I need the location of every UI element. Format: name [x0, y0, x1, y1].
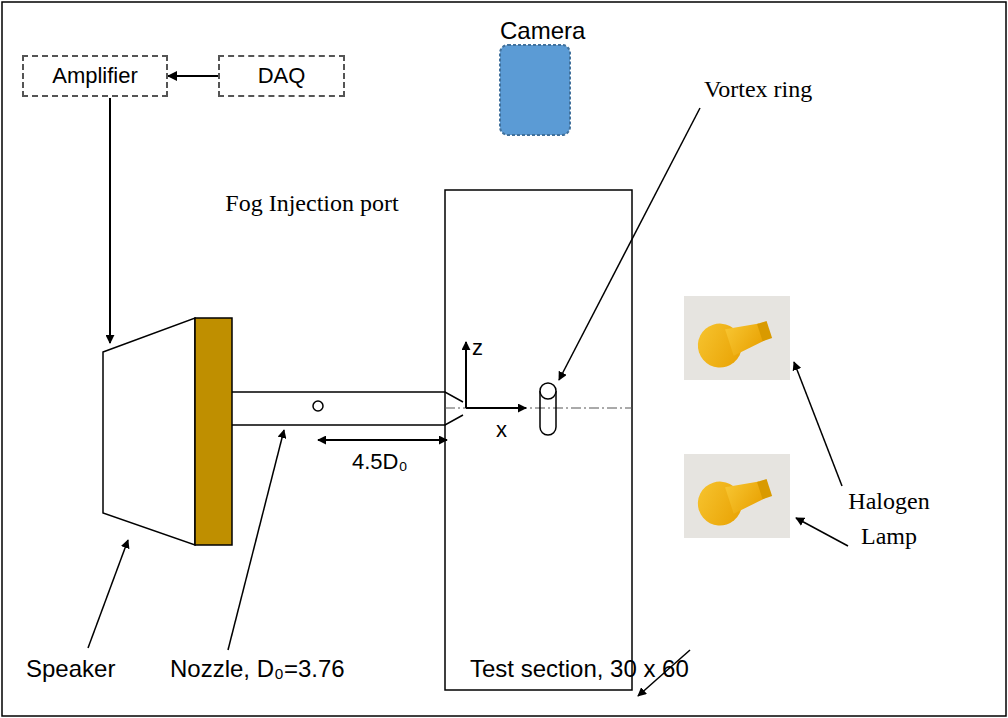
part-label: Vortex ring [704, 72, 812, 107]
leader-line [559, 108, 700, 380]
leader-line [796, 518, 848, 546]
drawing-part [692, 309, 776, 374]
box-label: Amplifier [52, 63, 138, 89]
halogen-lamp [684, 296, 790, 380]
vortex-ring [540, 383, 556, 435]
instrument-box: DAQ [218, 55, 345, 97]
nozzle-wall [232, 415, 463, 425]
dimension-label: 4.5D₀ [352, 446, 408, 478]
part-label: Test section, 30 x 60 [470, 652, 689, 687]
drawing-part [684, 454, 790, 538]
instrument-box: Amplifier [22, 55, 168, 97]
drawing-part [692, 467, 776, 532]
leader-line [794, 362, 842, 486]
drawing-part [540, 427, 556, 435]
z-axis [465, 342, 467, 408]
port-label: Fog Injection port [222, 186, 402, 221]
drawing-part [757, 321, 772, 341]
drawing-part [539, 391, 541, 427]
part-label: Halogen Lamp [830, 484, 948, 554]
axis-label: z [472, 332, 483, 364]
halogen-lamp [684, 454, 790, 538]
part-label: Nozzle, D₀=3.76 [170, 652, 345, 687]
test-section [445, 190, 632, 690]
axis-label: x [496, 414, 507, 446]
x-axis [466, 407, 526, 409]
part-label: Speaker [26, 652, 115, 687]
leader-line [228, 430, 284, 650]
drawing-part [555, 391, 557, 427]
speaker-driver [195, 318, 232, 545]
nozzle-wall [232, 392, 463, 402]
speaker-cone [103, 318, 195, 545]
drawing-part [684, 296, 790, 380]
camera-body [500, 45, 570, 135]
fog-port [313, 401, 323, 411]
signal-wire [109, 98, 111, 343]
signal-arrow [168, 75, 218, 77]
drawing-part [540, 383, 556, 399]
drawing-part [757, 479, 772, 499]
dimension-arrow [318, 439, 447, 441]
box-label: DAQ [258, 63, 306, 89]
centerline [445, 408, 632, 409]
device-label: Camera [500, 14, 585, 49]
leader-line [88, 540, 128, 648]
